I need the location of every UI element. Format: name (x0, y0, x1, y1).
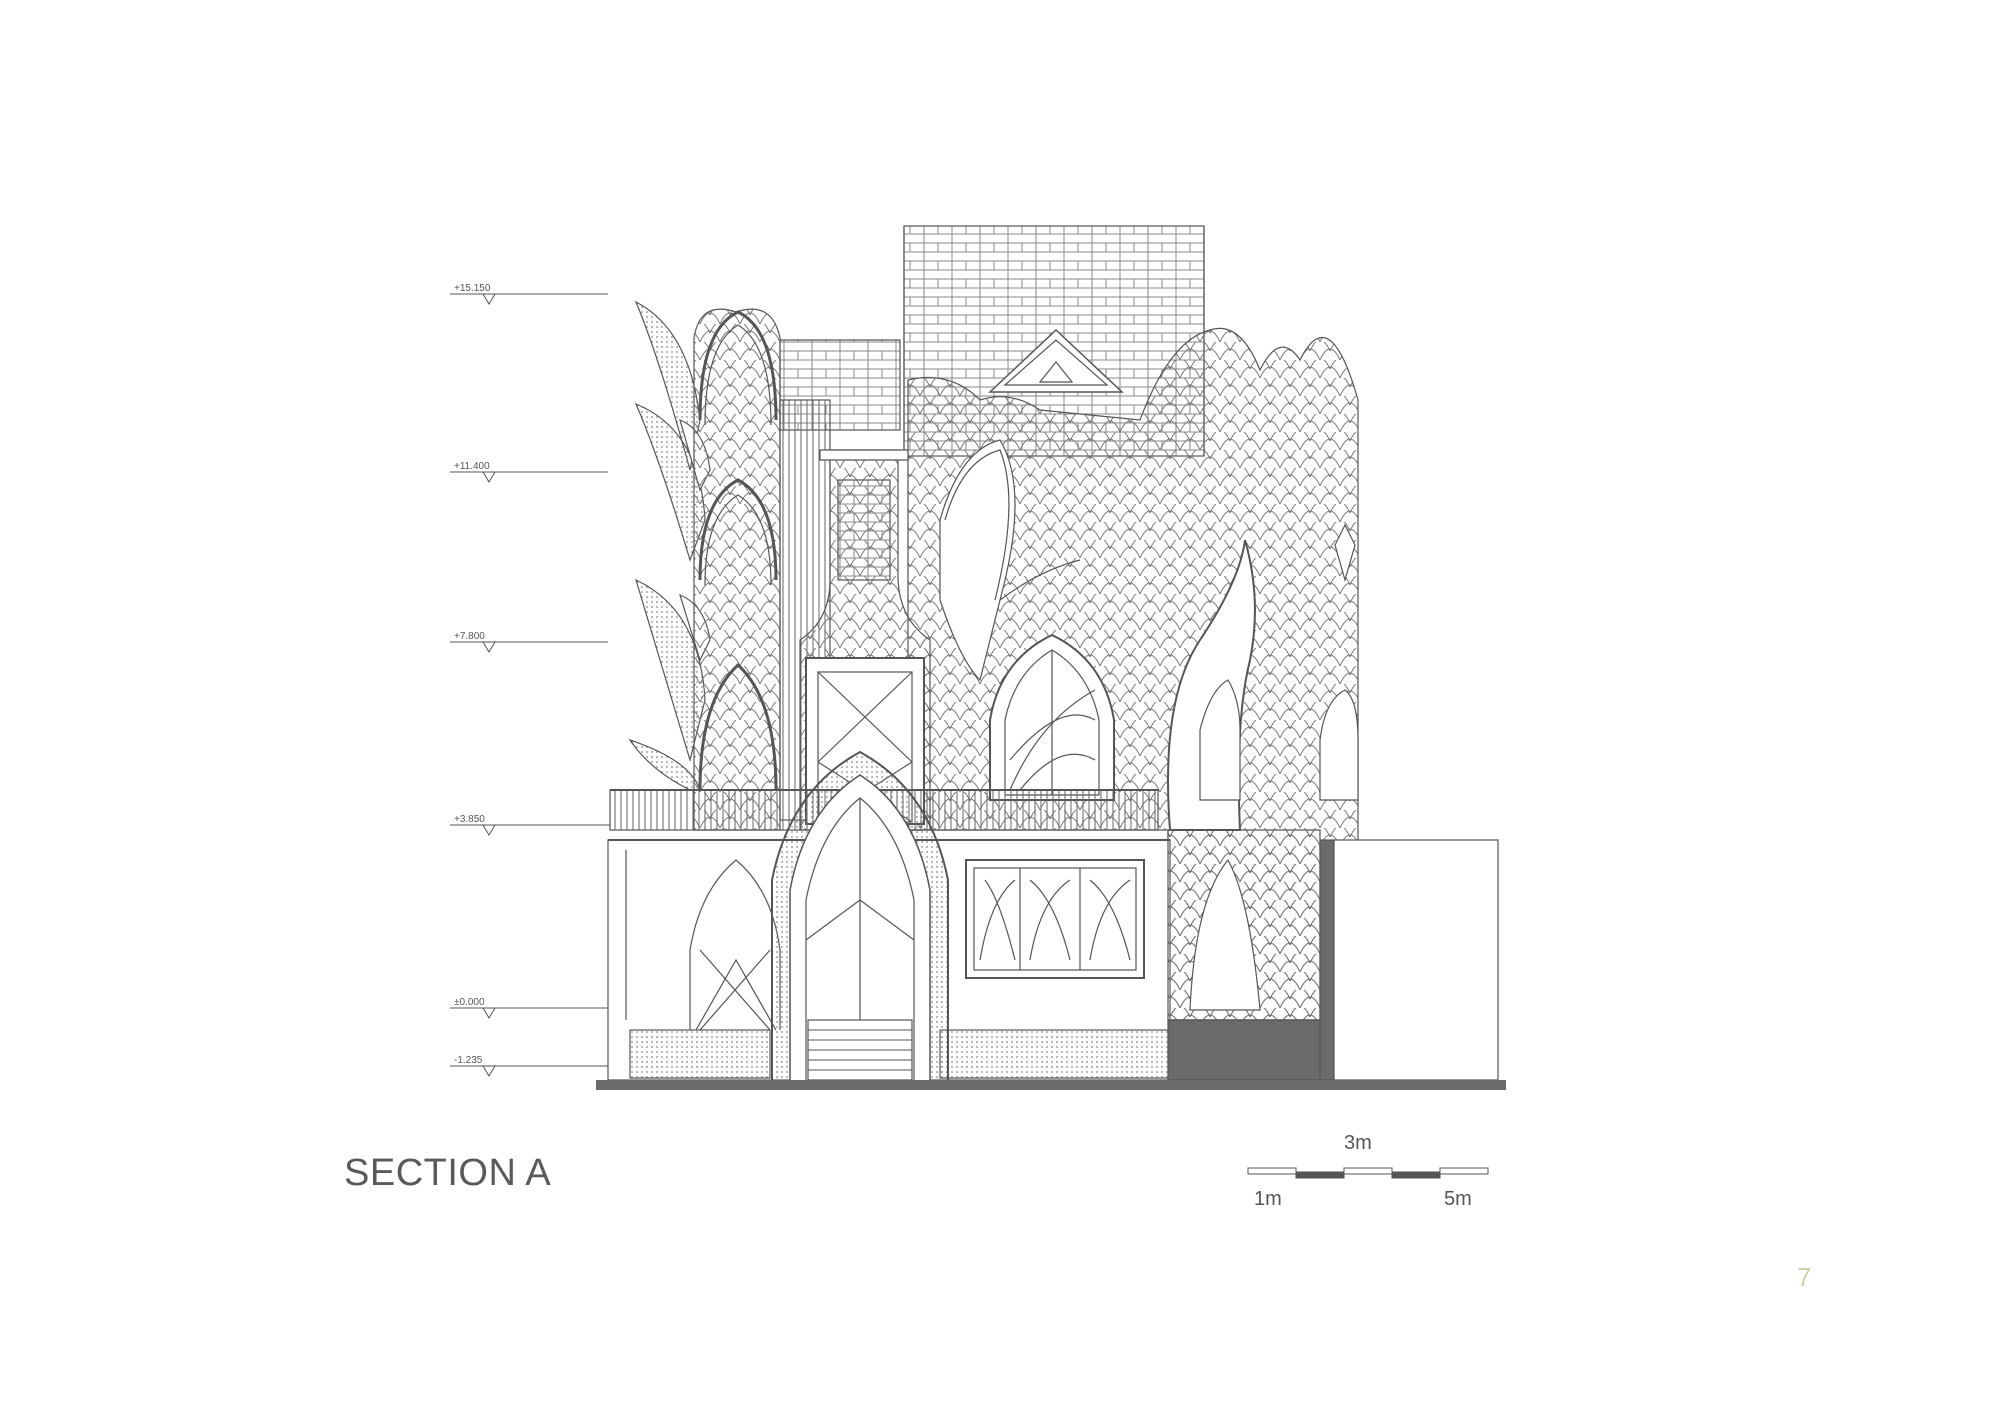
left-arch-column (693, 308, 781, 831)
level-label: -1.235 (454, 1055, 483, 1066)
scale-bar (1247, 1167, 1489, 1179)
level-label: +11.400 (454, 461, 490, 472)
side-wall-dark (1319, 839, 1335, 1081)
main-entrance-arch (771, 750, 949, 1081)
scale-label-top: 3m (1344, 1132, 1372, 1154)
small-right-arch (1319, 689, 1359, 801)
page-number: 7 (1797, 1262, 1812, 1292)
level-marker: +3.850 (450, 814, 610, 836)
drawing-title: SECTION A (344, 1152, 552, 1194)
level-marker: +7.800 (450, 631, 608, 653)
level-marker: -1.235 (450, 1055, 610, 1077)
scale-label-right: 5m (1444, 1188, 1472, 1210)
level-label: ±0.000 (454, 997, 485, 1008)
adjacent-building (1333, 839, 1499, 1081)
level-label: +15.150 (454, 283, 491, 294)
ground-floor-window (965, 859, 1145, 979)
right-curved-arch (1167, 539, 1256, 831)
left-leaf-fins (628, 300, 711, 791)
level-marker: +11.400 (450, 461, 608, 483)
scale-label-left: 1m (1254, 1188, 1282, 1210)
basement-dark (1167, 1019, 1331, 1081)
level-marker: ±0.000 (450, 997, 610, 1019)
level-label: +7.800 (454, 631, 485, 642)
ground-line (596, 1080, 1506, 1090)
level-markers: +15.150 +11.400 +7.800 +3.850 ±0.000 -1.… (450, 283, 610, 1077)
building-elevation (596, 225, 1506, 1090)
lower-scale-arch (1189, 858, 1261, 1011)
diamond-ornament (1334, 523, 1356, 583)
level-marker: +15.150 (450, 283, 608, 305)
pointed-stained-window (989, 633, 1115, 801)
level-label: +3.850 (454, 814, 485, 825)
